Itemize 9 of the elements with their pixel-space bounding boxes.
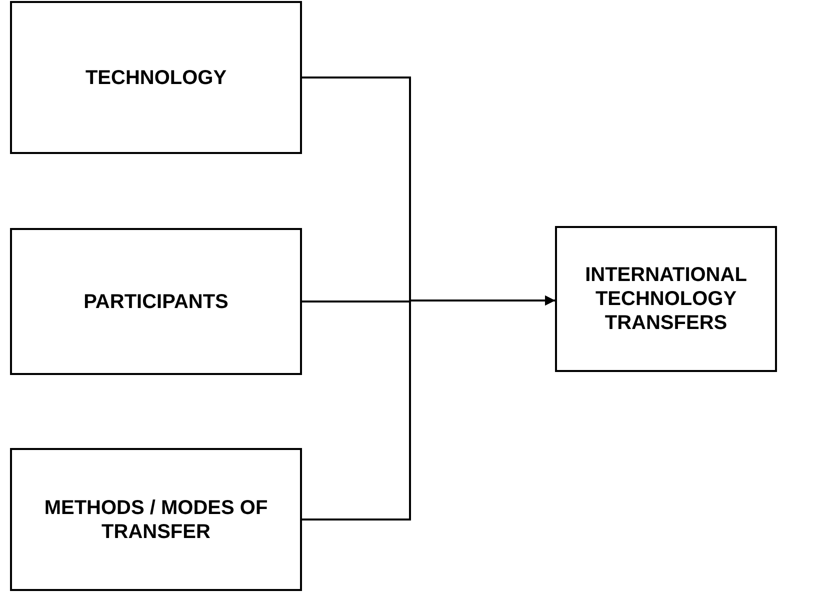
process-box xyxy=(10,1,302,154)
box-label: PARTICIPANTS xyxy=(84,290,228,314)
connector-arrow xyxy=(302,295,555,520)
box-label: INTERNATIONAL TECHNOLOGY TRANSFERS xyxy=(584,263,748,335)
process-box xyxy=(555,226,777,372)
box-label: TECHNOLOGY xyxy=(85,66,227,90)
process-box xyxy=(10,448,302,591)
process-box xyxy=(10,228,302,375)
box-label: METHODS / MODES OF TRANSFER xyxy=(43,496,269,544)
